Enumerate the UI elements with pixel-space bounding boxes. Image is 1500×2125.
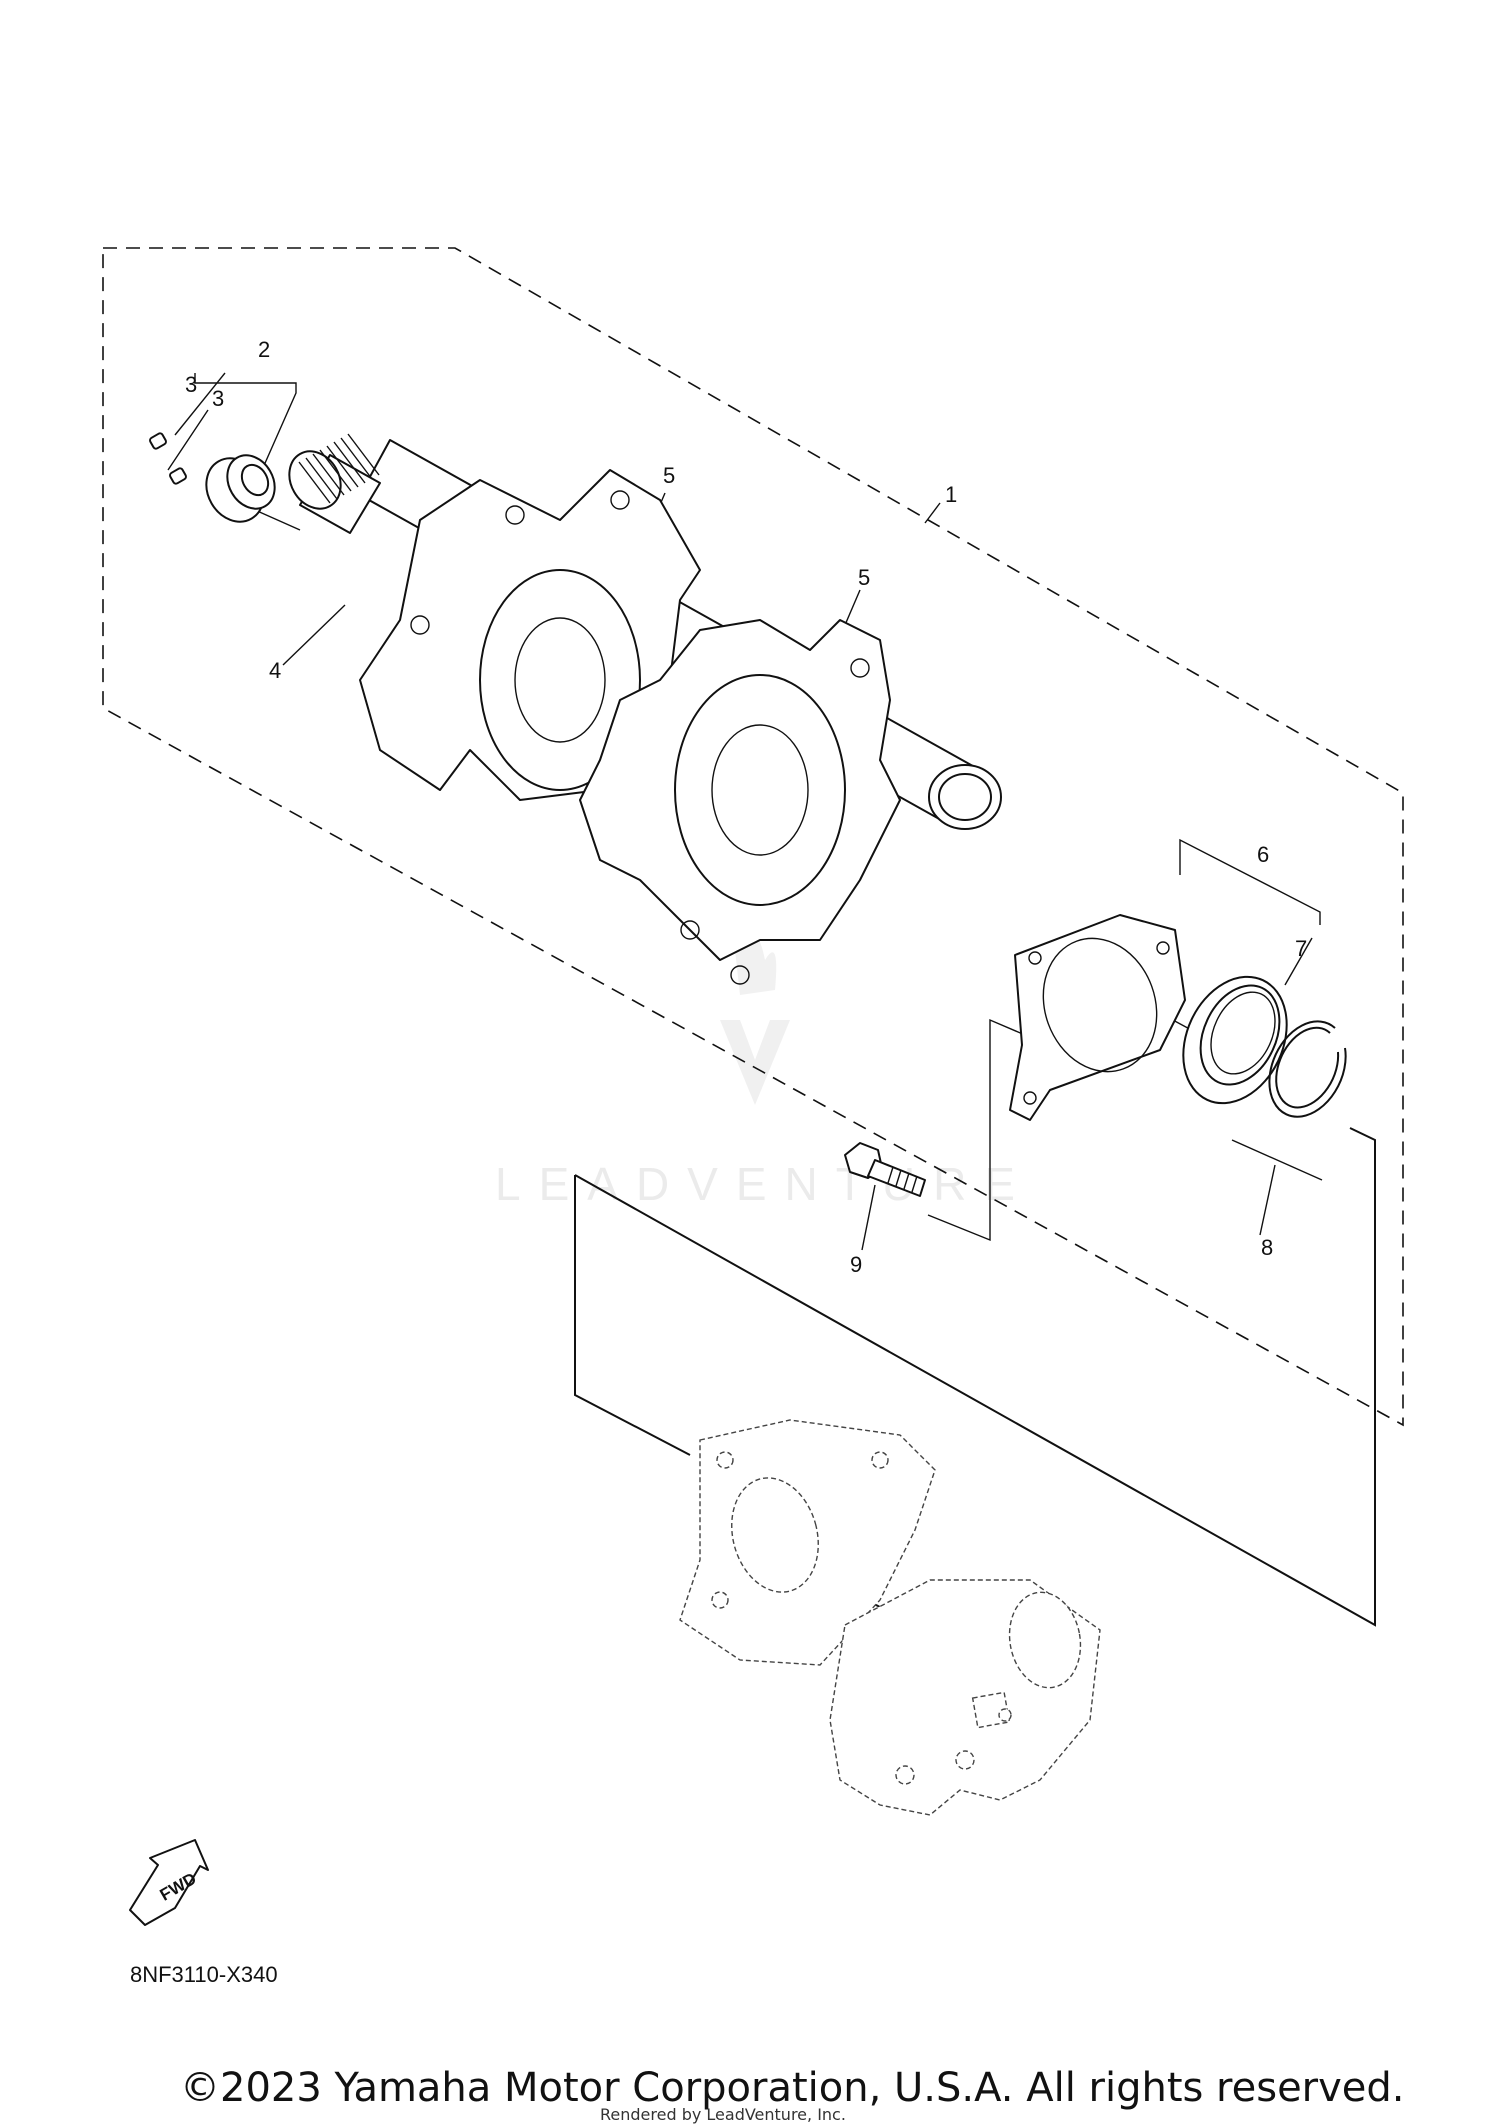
callout-labels: 1 2 3 3 4 5 5 6 7 8 9 xyxy=(185,337,1307,1277)
callout-5b: 5 xyxy=(858,565,870,590)
callout-2: 2 xyxy=(258,337,270,362)
callout-8: 8 xyxy=(1261,1235,1273,1260)
callout-4: 4 xyxy=(269,658,281,683)
callout-1: 1 xyxy=(945,482,957,507)
callout-3b: 3 xyxy=(212,386,224,411)
oil-seal xyxy=(1182,975,1288,1105)
watermark-text: LEADVENTURE xyxy=(495,1158,1033,1210)
assembly-boundary xyxy=(102,247,1404,1427)
bearing-housing xyxy=(205,454,276,523)
diagram-code: 8NF3110-X340 xyxy=(130,1962,278,1987)
callout-5: 5 xyxy=(663,463,675,488)
cap-pins xyxy=(149,432,187,485)
brake-caliper xyxy=(829,1579,1101,1816)
circlip xyxy=(1268,1020,1347,1118)
callout-7: 7 xyxy=(1295,936,1307,961)
bearing-plate xyxy=(1009,914,1186,1121)
fwd-arrow-icon: FWD xyxy=(129,1839,209,1926)
sprocket-front xyxy=(579,619,901,985)
callout-3: 3 xyxy=(185,372,197,397)
callout-6: 6 xyxy=(1257,842,1269,867)
bolt xyxy=(844,1142,926,1197)
leadventure-watermark: LEADVENTURE xyxy=(495,932,1033,1210)
brake-mount-plate xyxy=(679,1419,936,1666)
copyright-notice: ©2023 Yamaha Motor Corporation, U.S.A. A… xyxy=(180,2065,1405,2111)
callout-9: 9 xyxy=(850,1252,862,1277)
rendered-by-note: Rendered by LeadVenture, Inc. xyxy=(600,2105,846,2124)
